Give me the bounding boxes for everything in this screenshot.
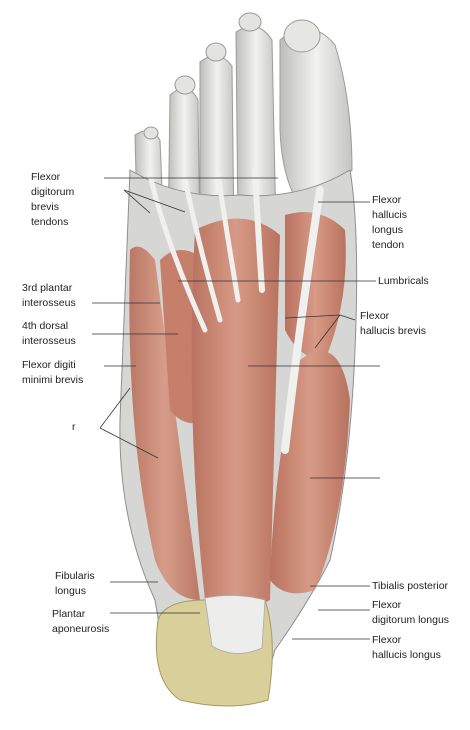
label-flexor-hallucis-longus-tendon: Flexor hallucis longus tendon xyxy=(372,193,407,253)
label-line: 3rd plantar xyxy=(22,282,73,294)
toe-2 xyxy=(235,12,277,235)
label-line: Flexor xyxy=(360,310,390,322)
label-flexor-digitorum-longus: Flexor digitorum longus xyxy=(372,598,449,628)
label-line: tendon xyxy=(372,239,405,251)
tendons xyxy=(147,167,324,454)
label-line: hallucis longus xyxy=(372,649,441,661)
label-line: Flexor xyxy=(31,171,61,183)
label-partial-left: r xyxy=(72,420,76,435)
label-line: digitorum xyxy=(31,186,75,198)
label-line: hallucis brevis xyxy=(360,325,426,337)
label-line: Fibularis xyxy=(55,570,95,582)
toe-1 xyxy=(279,19,353,206)
label-line: interosseus xyxy=(22,297,76,309)
flexor-digitorum-brevis-muscle xyxy=(191,218,280,611)
label-line: Flexor digiti xyxy=(22,359,76,371)
label-line: Tibialis posterior xyxy=(372,580,449,592)
label-line: Plantar xyxy=(52,608,86,620)
label-line: Flexor xyxy=(372,634,402,646)
label-flexor-hallucis-brevis: Flexor hallucis brevis xyxy=(360,309,426,339)
label-line: aponeurosis xyxy=(52,623,110,635)
label-line: hallucis xyxy=(372,209,408,221)
label-line: 4th dorsal xyxy=(22,320,69,332)
label-fibularis-longus: Fibularis longus xyxy=(55,569,95,599)
label-flexor-digiti-minimi-brevis: Flexor digiti minimi brevis xyxy=(22,358,83,388)
label-line: longus xyxy=(55,585,86,597)
flexor-digiti-minimi-muscle xyxy=(129,246,200,600)
label-4th-dorsal-interosseus: 4th dorsal interosseus xyxy=(22,319,76,349)
plantar-aponeurosis-origin xyxy=(204,595,266,654)
label-line: Flexor xyxy=(372,599,402,611)
label-line: longus xyxy=(372,224,403,236)
label-line: tendons xyxy=(31,216,69,228)
label-line: r xyxy=(72,421,76,433)
label-line: minimi brevis xyxy=(22,374,84,386)
label-3rd-plantar-interosseus: 3rd plantar interosseus xyxy=(22,281,76,311)
leader-lines xyxy=(92,177,380,640)
label-line: interosseus xyxy=(22,335,76,347)
label-lumbricals: Lumbricals xyxy=(378,274,429,289)
label-plantar-aponeurosis: Plantar aponeurosis xyxy=(52,607,109,637)
label-line: digitorum longus xyxy=(372,614,450,626)
label-line: brevis xyxy=(31,201,60,213)
label-line: Lumbricals xyxy=(378,275,429,287)
label-tibialis-posterior: Tibialis posterior xyxy=(372,579,448,594)
label-line: Flexor xyxy=(372,194,402,206)
label-flexor-hallucis-longus: Flexor hallucis longus xyxy=(372,633,441,663)
label-flexor-digitorum-brevis-tendons: Flexor digitorum brevis tendons xyxy=(31,170,74,230)
